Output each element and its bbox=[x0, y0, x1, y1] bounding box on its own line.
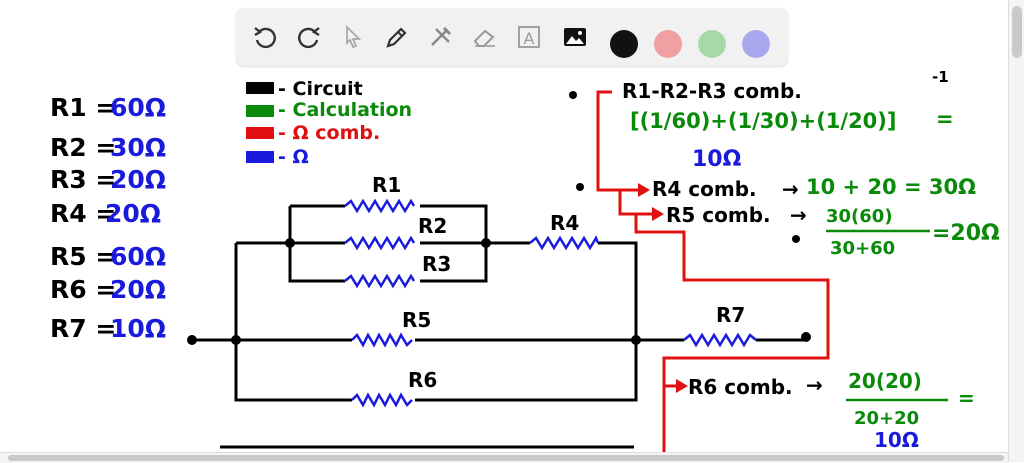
redo-icon[interactable] bbox=[294, 22, 324, 52]
terminal-b bbox=[801, 332, 811, 342]
legend-swatch-omega bbox=[246, 151, 274, 163]
given-r5-label: R5 = bbox=[50, 242, 116, 271]
step4-arrow: → bbox=[806, 373, 823, 397]
given-r6-value: 20Ω bbox=[110, 275, 166, 304]
given-r6-label: R6 = bbox=[50, 275, 116, 304]
label-r2: R2 bbox=[418, 214, 447, 238]
step2-label: R4 comb. bbox=[652, 177, 757, 201]
bullet bbox=[792, 235, 800, 243]
color-red-swatch[interactable] bbox=[654, 30, 682, 58]
eraser-icon[interactable] bbox=[470, 22, 500, 52]
circuit-wires bbox=[192, 204, 806, 449]
tools-icon[interactable] bbox=[426, 22, 456, 52]
resistor-zigzags bbox=[344, 198, 757, 408]
resistor-labels: R1 R2 R3 R4 R5 R6 R7 bbox=[372, 173, 745, 392]
legend-circuit: - Circuit bbox=[278, 78, 363, 100]
node bbox=[631, 335, 641, 345]
legend-swatch-calculation bbox=[246, 105, 274, 117]
given-r1-label: R1 = bbox=[50, 93, 116, 122]
svg-text:A: A bbox=[524, 29, 535, 48]
text-icon[interactable]: A bbox=[514, 22, 544, 52]
select-arrow-icon[interactable] bbox=[338, 22, 368, 52]
horizontal-scrollbar[interactable] bbox=[0, 452, 1008, 463]
calculations: R1-R2-R3 comb. -1 [(1/60)+(1/30)+(1/20)]… bbox=[622, 68, 1000, 452]
resistor-r3 bbox=[344, 273, 416, 289]
label-r3: R3 bbox=[422, 252, 451, 276]
vertical-scrollbar[interactable] bbox=[1008, 0, 1024, 462]
given-values: R1 = 60Ω R2 = 30Ω R3 = 20Ω R4 = 20Ω R5 =… bbox=[50, 93, 166, 343]
legend-calculation: - Calculation bbox=[278, 99, 412, 121]
given-r7-label: R7 = bbox=[50, 314, 116, 343]
node bbox=[285, 238, 295, 248]
color-legend: - Circuit - Calculation - Ω comb. - Ω bbox=[246, 78, 412, 168]
label-r7: R7 bbox=[716, 303, 745, 327]
step3-label: R5 comb. bbox=[666, 203, 771, 227]
given-r5-value: 60Ω bbox=[110, 242, 166, 271]
label-r6: R6 bbox=[408, 368, 437, 392]
color-blue-swatch[interactable] bbox=[742, 30, 770, 58]
step1-result: 10Ω bbox=[692, 147, 742, 172]
drawing-toolbar: A bbox=[236, 8, 788, 66]
resistor-r4 bbox=[529, 235, 600, 251]
step1-exponent: -1 bbox=[932, 68, 949, 86]
label-r1: R1 bbox=[372, 173, 401, 197]
resistor-r7 bbox=[683, 332, 757, 348]
node bbox=[481, 238, 491, 248]
given-r3-value: 20Ω bbox=[110, 165, 166, 194]
step1-label: R1-R2-R3 comb. bbox=[622, 79, 802, 103]
resistor-r5 bbox=[351, 332, 413, 348]
node bbox=[231, 335, 241, 345]
legend-swatch-comb bbox=[246, 127, 274, 139]
step3-denominator: 30+60 bbox=[830, 238, 895, 259]
bullet bbox=[569, 91, 577, 99]
label-r4: R4 bbox=[550, 211, 579, 235]
terminal-a bbox=[187, 335, 197, 345]
step3-arrow: → bbox=[790, 203, 807, 227]
flow-arrowheads bbox=[638, 183, 688, 393]
given-r1-value: 60Ω bbox=[110, 93, 166, 122]
flow-1 bbox=[596, 90, 640, 192]
resistor-r6 bbox=[351, 392, 413, 408]
given-r2-value: 30Ω bbox=[110, 133, 166, 162]
step3-result: =20Ω bbox=[932, 221, 1000, 246]
circuit-nodes bbox=[187, 91, 811, 345]
legend-swatch-circuit bbox=[246, 82, 274, 94]
pen-icon[interactable] bbox=[382, 22, 412, 52]
flow-3 bbox=[634, 214, 830, 452]
whiteboard-canvas[interactable]: R1 = 60Ω R2 = 30Ω R3 = 20Ω R4 = 20Ω R5 =… bbox=[0, 0, 1008, 452]
step1-equals: = bbox=[936, 107, 954, 131]
step4-result: 10Ω bbox=[874, 428, 919, 452]
given-r4-label: R4 = bbox=[50, 199, 116, 228]
image-icon[interactable] bbox=[560, 22, 590, 52]
given-r4-value: 20Ω bbox=[105, 199, 161, 228]
step4-equals: = bbox=[958, 386, 975, 410]
outer-loop bbox=[234, 241, 638, 402]
undo-icon[interactable] bbox=[250, 22, 280, 52]
given-r3-label: R3 = bbox=[50, 165, 116, 194]
given-r7-value: 10Ω bbox=[110, 314, 166, 343]
step2-arrow: → bbox=[782, 177, 799, 201]
step4-numerator: 20(20) bbox=[848, 369, 922, 393]
step4-label: R6 comb. bbox=[688, 375, 793, 399]
combination-flow bbox=[596, 90, 830, 452]
vertical-scroll-thumb[interactable] bbox=[1012, 6, 1022, 58]
legend-omega-comb: - Ω comb. bbox=[278, 122, 380, 144]
given-r2-label: R2 = bbox=[50, 133, 116, 162]
step4-denominator: 20+20 bbox=[854, 408, 919, 429]
resistor-r1 bbox=[344, 198, 416, 214]
resistor-r2 bbox=[344, 235, 416, 251]
label-r5: R5 bbox=[402, 308, 431, 332]
step2-expression: 10 + 20 = 30Ω bbox=[806, 175, 976, 199]
step3-numerator: 30(60) bbox=[826, 206, 893, 227]
color-green-swatch[interactable] bbox=[698, 30, 726, 58]
color-black-swatch[interactable] bbox=[610, 30, 638, 58]
step1-expression: [(1/60)+(1/30)+(1/20)] bbox=[630, 109, 897, 133]
legend-omega: - Ω bbox=[278, 146, 309, 168]
bullet bbox=[576, 183, 584, 191]
horizontal-scroll-thumb[interactable] bbox=[8, 455, 1004, 461]
flow-2 bbox=[618, 190, 654, 216]
